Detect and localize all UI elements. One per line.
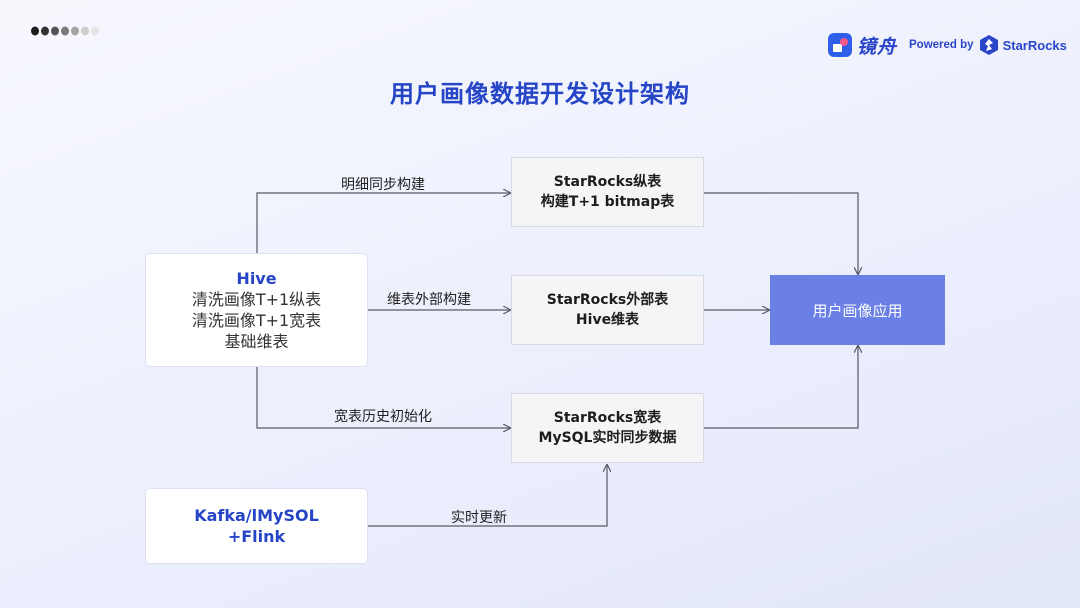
- hive-source-node[interactable]: Hive 清洗画像T+1纵表 清洗画像T+1宽表 基础维表: [145, 253, 368, 367]
- sr-wide-node[interactable]: StarRocks宽表 MySQL实时同步数据: [511, 393, 704, 463]
- app-label: 用户画像应用: [812, 301, 903, 320]
- starrocks-logo-icon: [979, 35, 998, 55]
- edge-label-detail-sync: 明细同步构建: [341, 177, 425, 193]
- hive-line: 基础维表: [224, 332, 289, 351]
- hive-line: 清洗画像T+1纵表: [191, 290, 322, 309]
- kafka-line: +Flink: [227, 527, 286, 546]
- decorative-dots: [31, 26, 99, 36]
- edge-sr-wide-to-app: [704, 346, 858, 429]
- sr-external-line: StarRocks外部表: [546, 292, 669, 308]
- edge-hive-to-sr-wide: [256, 367, 510, 428]
- sr-wide-line: MySQL实时同步数据: [538, 430, 677, 446]
- sr-external-line: Hive维表: [575, 312, 640, 328]
- partner-name: StarRocks: [1002, 37, 1067, 53]
- sr-external-node[interactable]: StarRocks外部表 Hive维表: [511, 275, 704, 345]
- kafka-source-node[interactable]: Kafka/lMySOL +Flink: [145, 488, 368, 564]
- brand-logo-icon: [828, 33, 852, 57]
- powered-by-label: Powered by: [909, 39, 974, 51]
- sr-wide-line: StarRocks宽表: [553, 410, 662, 426]
- sr-vertical-line: 构建T+1 bitmap表: [540, 194, 675, 210]
- edge-kafka-to-sr-wide: [368, 465, 607, 527]
- brand-name: 镜舟: [857, 35, 898, 58]
- page-title: 用户画像数据开发设计架构: [390, 80, 690, 108]
- edge-label-realtime-update: 实时更新: [451, 510, 507, 526]
- kafka-line: Kafka/lMySOL: [194, 506, 319, 525]
- brand-header: 镜舟 Powered by StarRocks: [828, 30, 1067, 60]
- sr-vertical-line: StarRocks纵表: [553, 174, 662, 190]
- edge-sr-vertical-to-app: [704, 192, 858, 274]
- sr-vertical-node[interactable]: StarRocks纵表 构建T+1 bitmap表: [511, 157, 704, 227]
- edge-hive-to-sr-vertical: [256, 193, 510, 253]
- user-profile-app-node[interactable]: 用户画像应用: [770, 275, 945, 345]
- hive-line: 清洗画像T+1宽表: [191, 311, 322, 330]
- edge-label-dim-external: 维表外部构建: [387, 292, 471, 308]
- hive-title: Hive: [236, 269, 277, 288]
- edge-label-wide-init: 宽表历史初始化: [334, 409, 432, 425]
